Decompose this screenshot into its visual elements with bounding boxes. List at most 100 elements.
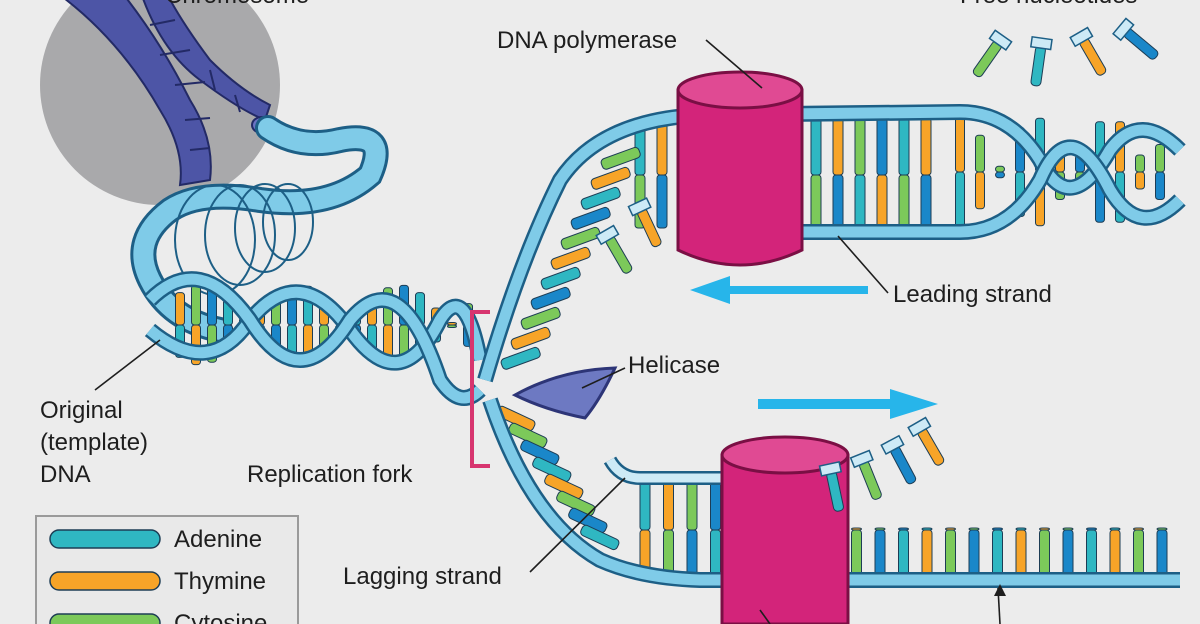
- base-rung: [710, 529, 721, 577]
- legend-item: Thymine: [49, 568, 266, 595]
- nucleotide-base: [858, 460, 882, 500]
- legend-label: Cytosine: [174, 610, 267, 624]
- lagging-pointer-head: [994, 584, 1006, 596]
- direction-arrows: [690, 276, 938, 419]
- free-nucleotide: [972, 29, 1013, 78]
- free-nucleotides-top: [972, 17, 1159, 87]
- free-nucleotide: [907, 416, 945, 466]
- polymerase-top: [676, 70, 804, 110]
- leader-lines: [94, 39, 1001, 624]
- fork-base-upper: [550, 246, 591, 270]
- fork-base-upper: [590, 166, 631, 190]
- dna-polymerase-upper: [676, 70, 804, 267]
- base-rung: [898, 174, 910, 229]
- base-rung: [1155, 144, 1165, 173]
- label-chromosome: Chromosome: [165, 0, 309, 9]
- base-rung: [995, 171, 1005, 179]
- nucleotide-phosphate: [907, 416, 932, 438]
- free-nucleotide: [1029, 35, 1053, 87]
- label-helicase: Helicase: [628, 352, 720, 379]
- base-rung: [686, 529, 698, 577]
- base-rung: [968, 529, 980, 577]
- nucleotide-base: [1030, 45, 1046, 87]
- base-rung: [663, 481, 674, 531]
- nucleotide-base: [917, 427, 945, 466]
- free-nucleotides-bottom: [818, 416, 945, 512]
- free-nucleotide: [1069, 26, 1107, 76]
- fork-base-upper: [600, 146, 641, 170]
- label-free-nucleotides: Free nucleotides: [960, 0, 1137, 9]
- nucleotide-phosphate: [1029, 35, 1053, 51]
- base-rung: [1039, 529, 1050, 577]
- polymerase-top-lower: [720, 435, 850, 475]
- base-rung: [1135, 171, 1145, 190]
- free-nucleotide: [1112, 17, 1159, 60]
- base-rung: [1135, 154, 1145, 173]
- base-rung: [898, 117, 910, 176]
- base-rung: [686, 481, 698, 531]
- nucleotide-phosphate: [1112, 17, 1135, 42]
- base-rung: [175, 292, 185, 326]
- dna-polymerase-lower: [720, 435, 850, 624]
- base-rung: [656, 174, 668, 229]
- base-rung: [851, 529, 862, 577]
- free-nucleotide: [849, 449, 882, 500]
- fork-base-upper: [560, 226, 601, 250]
- nucleotide-phosphate: [818, 460, 843, 477]
- nucleotide-phosphate: [880, 434, 905, 456]
- base-rung: [945, 529, 956, 577]
- supercoil: [133, 118, 386, 340]
- base-rung: [1109, 529, 1121, 577]
- lagging-direction-arrow: [758, 389, 938, 419]
- nucleotide-base: [1079, 37, 1107, 76]
- helix-backbones: [144, 103, 1186, 588]
- free-nucleotide: [627, 197, 662, 248]
- helicase-enzyme: [511, 366, 618, 420]
- base-rung: [874, 529, 886, 577]
- nucleotide-phosphate: [595, 224, 620, 246]
- fork-base-upper: [520, 306, 561, 330]
- base-rung: [832, 174, 844, 229]
- base-rung: [854, 117, 866, 176]
- base-rung: [876, 117, 888, 176]
- legend-swatch: [49, 613, 161, 624]
- fork-base-upper: [500, 346, 541, 370]
- base-rung: [920, 174, 932, 229]
- leading-new-strand: [690, 142, 1184, 238]
- base-rung: [975, 171, 985, 210]
- base-rung: [810, 117, 822, 176]
- base-rung: [995, 165, 1005, 173]
- lagging-new-strand: [606, 457, 800, 483]
- free-nucleotide: [818, 460, 844, 512]
- base-rung: [992, 529, 1003, 577]
- legend-item: Adenine: [49, 526, 262, 553]
- base-rung: [1062, 529, 1074, 577]
- base-rung: [898, 529, 909, 577]
- label-original-line3: DNA: [40, 461, 91, 488]
- legend-swatch: [49, 529, 161, 549]
- chromosome-illustration: [40, 0, 280, 205]
- replication-fork-bracket: [470, 310, 490, 468]
- label-dna-polymerase: DNA polymerase: [497, 27, 677, 54]
- chromosome-bands: [149, 19, 241, 151]
- label-original-line2: (template): [40, 429, 148, 456]
- nucleotide-phosphate: [627, 197, 652, 217]
- legend-item: Cytosine: [49, 610, 267, 624]
- nucleotide-phosphate: [988, 29, 1013, 51]
- base-rung: [921, 529, 933, 577]
- base-rung: [191, 284, 201, 326]
- base-rung: [955, 171, 965, 228]
- legend-swatch: [49, 571, 161, 591]
- fork-base-upper: [530, 286, 571, 310]
- fork-base-lower: [580, 524, 620, 551]
- base-rung: [663, 529, 674, 577]
- free-nucleotide: [880, 434, 917, 485]
- base-rung: [1155, 171, 1165, 200]
- nucleotide-phosphate: [1069, 26, 1094, 48]
- base-rung: [955, 116, 965, 173]
- template-strand-b: [146, 273, 484, 404]
- label-original-line1: Original: [40, 397, 123, 424]
- fork-base-upper: [570, 206, 611, 230]
- base-rung: [1086, 529, 1097, 577]
